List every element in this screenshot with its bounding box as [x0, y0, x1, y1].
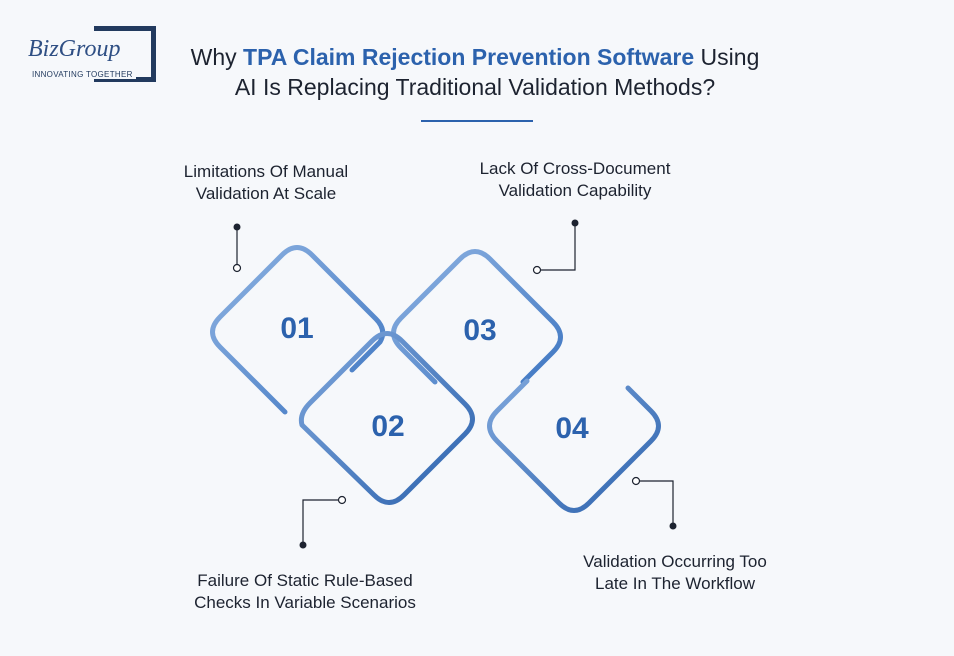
- page-title: Why TPA Claim Rejection Prevention Softw…: [150, 42, 800, 102]
- logo-tagline: INNOVATING TOGETHER: [32, 70, 136, 79]
- title-suffix: Using: [694, 44, 760, 70]
- step-number-04: 04: [555, 412, 589, 445]
- diamond-04: [487, 378, 661, 513]
- step-number-02: 02: [371, 410, 405, 443]
- connector-01: [232, 223, 242, 273]
- bizgroup-logo: BizGroup INNOVATING TOGETHER: [26, 26, 162, 84]
- step-label-01: Limitations Of Manual Validation At Scal…: [183, 162, 349, 203]
- title-underline: [421, 120, 533, 122]
- title-highlight: TPA Claim Rejection Prevention Software: [243, 44, 695, 70]
- step-label-02: Failure Of Static Rule-Based Checks In V…: [194, 571, 416, 612]
- step-number-03: 03: [463, 314, 497, 347]
- connector-04: [631, 476, 677, 530]
- title-prefix: Why: [190, 44, 244, 70]
- step-label-03: Lack Of Cross-Document Validation Capabi…: [479, 159, 671, 200]
- connector-03: [532, 219, 579, 275]
- connector-02: [299, 495, 347, 549]
- diamond-01: [210, 245, 386, 415]
- diamond-02: [298, 331, 475, 505]
- step-number-01: 01: [280, 312, 314, 345]
- logo-name: BizGroup: [28, 36, 123, 62]
- logo-frame: [94, 26, 156, 82]
- title-line-2: AI Is Replacing Traditional Validation M…: [234, 74, 716, 100]
- step-label-04: Validation Occurring Too Late In The Wor…: [583, 552, 767, 593]
